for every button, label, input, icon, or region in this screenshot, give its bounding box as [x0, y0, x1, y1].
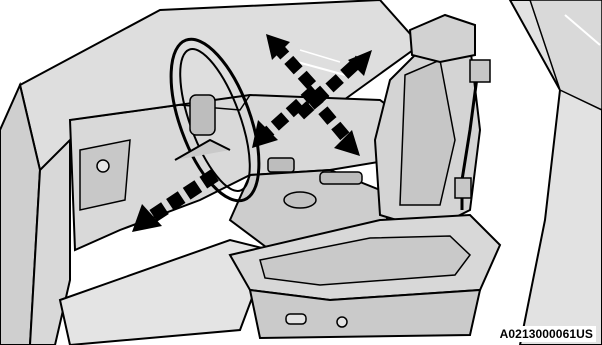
steering-wheel	[169, 37, 261, 203]
arrow-down-right	[305, 91, 353, 144]
airflow-arrows	[132, 34, 372, 232]
arrow-up-right	[295, 55, 365, 120]
arrow-floor	[146, 169, 219, 224]
arrow-up-right-head	[348, 50, 372, 76]
driver-seat	[228, 13, 502, 340]
arrow-floor-head	[132, 204, 162, 232]
arrow-down-right-head	[334, 130, 360, 156]
arrow-down-left-head	[252, 120, 278, 148]
arrow-up-left-head	[266, 34, 290, 60]
arrow-down-left	[260, 85, 320, 140]
figure-code: A0213000061US	[495, 326, 596, 342]
